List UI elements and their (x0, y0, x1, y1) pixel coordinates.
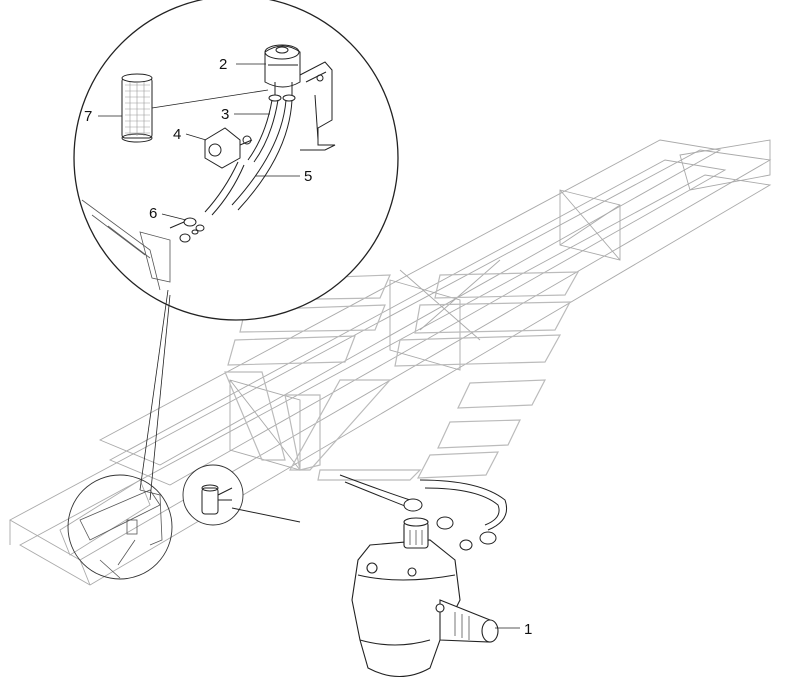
detail-frame-rail (81, 199, 171, 291)
fitting-part-4 (204, 127, 253, 169)
mounting-zone (67, 474, 173, 580)
callout-7: 7 (84, 108, 92, 125)
steering-gear-part-1 (339, 474, 520, 677)
hose-part-5 (204, 161, 245, 216)
frame-filter-assembly (182, 464, 301, 526)
chassis-frame (9, 139, 772, 586)
callout-3: 3 (221, 106, 229, 123)
callout-4: 4 (173, 126, 181, 143)
hoses-part-3 (231, 94, 296, 211)
callout-2: 2 (219, 56, 227, 73)
connectors-part-6 (169, 217, 205, 243)
filter-element-part-7 (121, 73, 153, 143)
callout-6: 6 (149, 205, 157, 222)
detail-pointer-lines (139, 289, 171, 501)
detail-leader-lines (98, 63, 300, 221)
callout-5: 5 (304, 168, 312, 185)
watermark-logo (224, 271, 580, 481)
callout-1: 1 (524, 621, 532, 638)
mounting-bracket (299, 61, 336, 151)
filter-housing-part-2 (264, 44, 301, 95)
detail-view (73, 0, 399, 321)
